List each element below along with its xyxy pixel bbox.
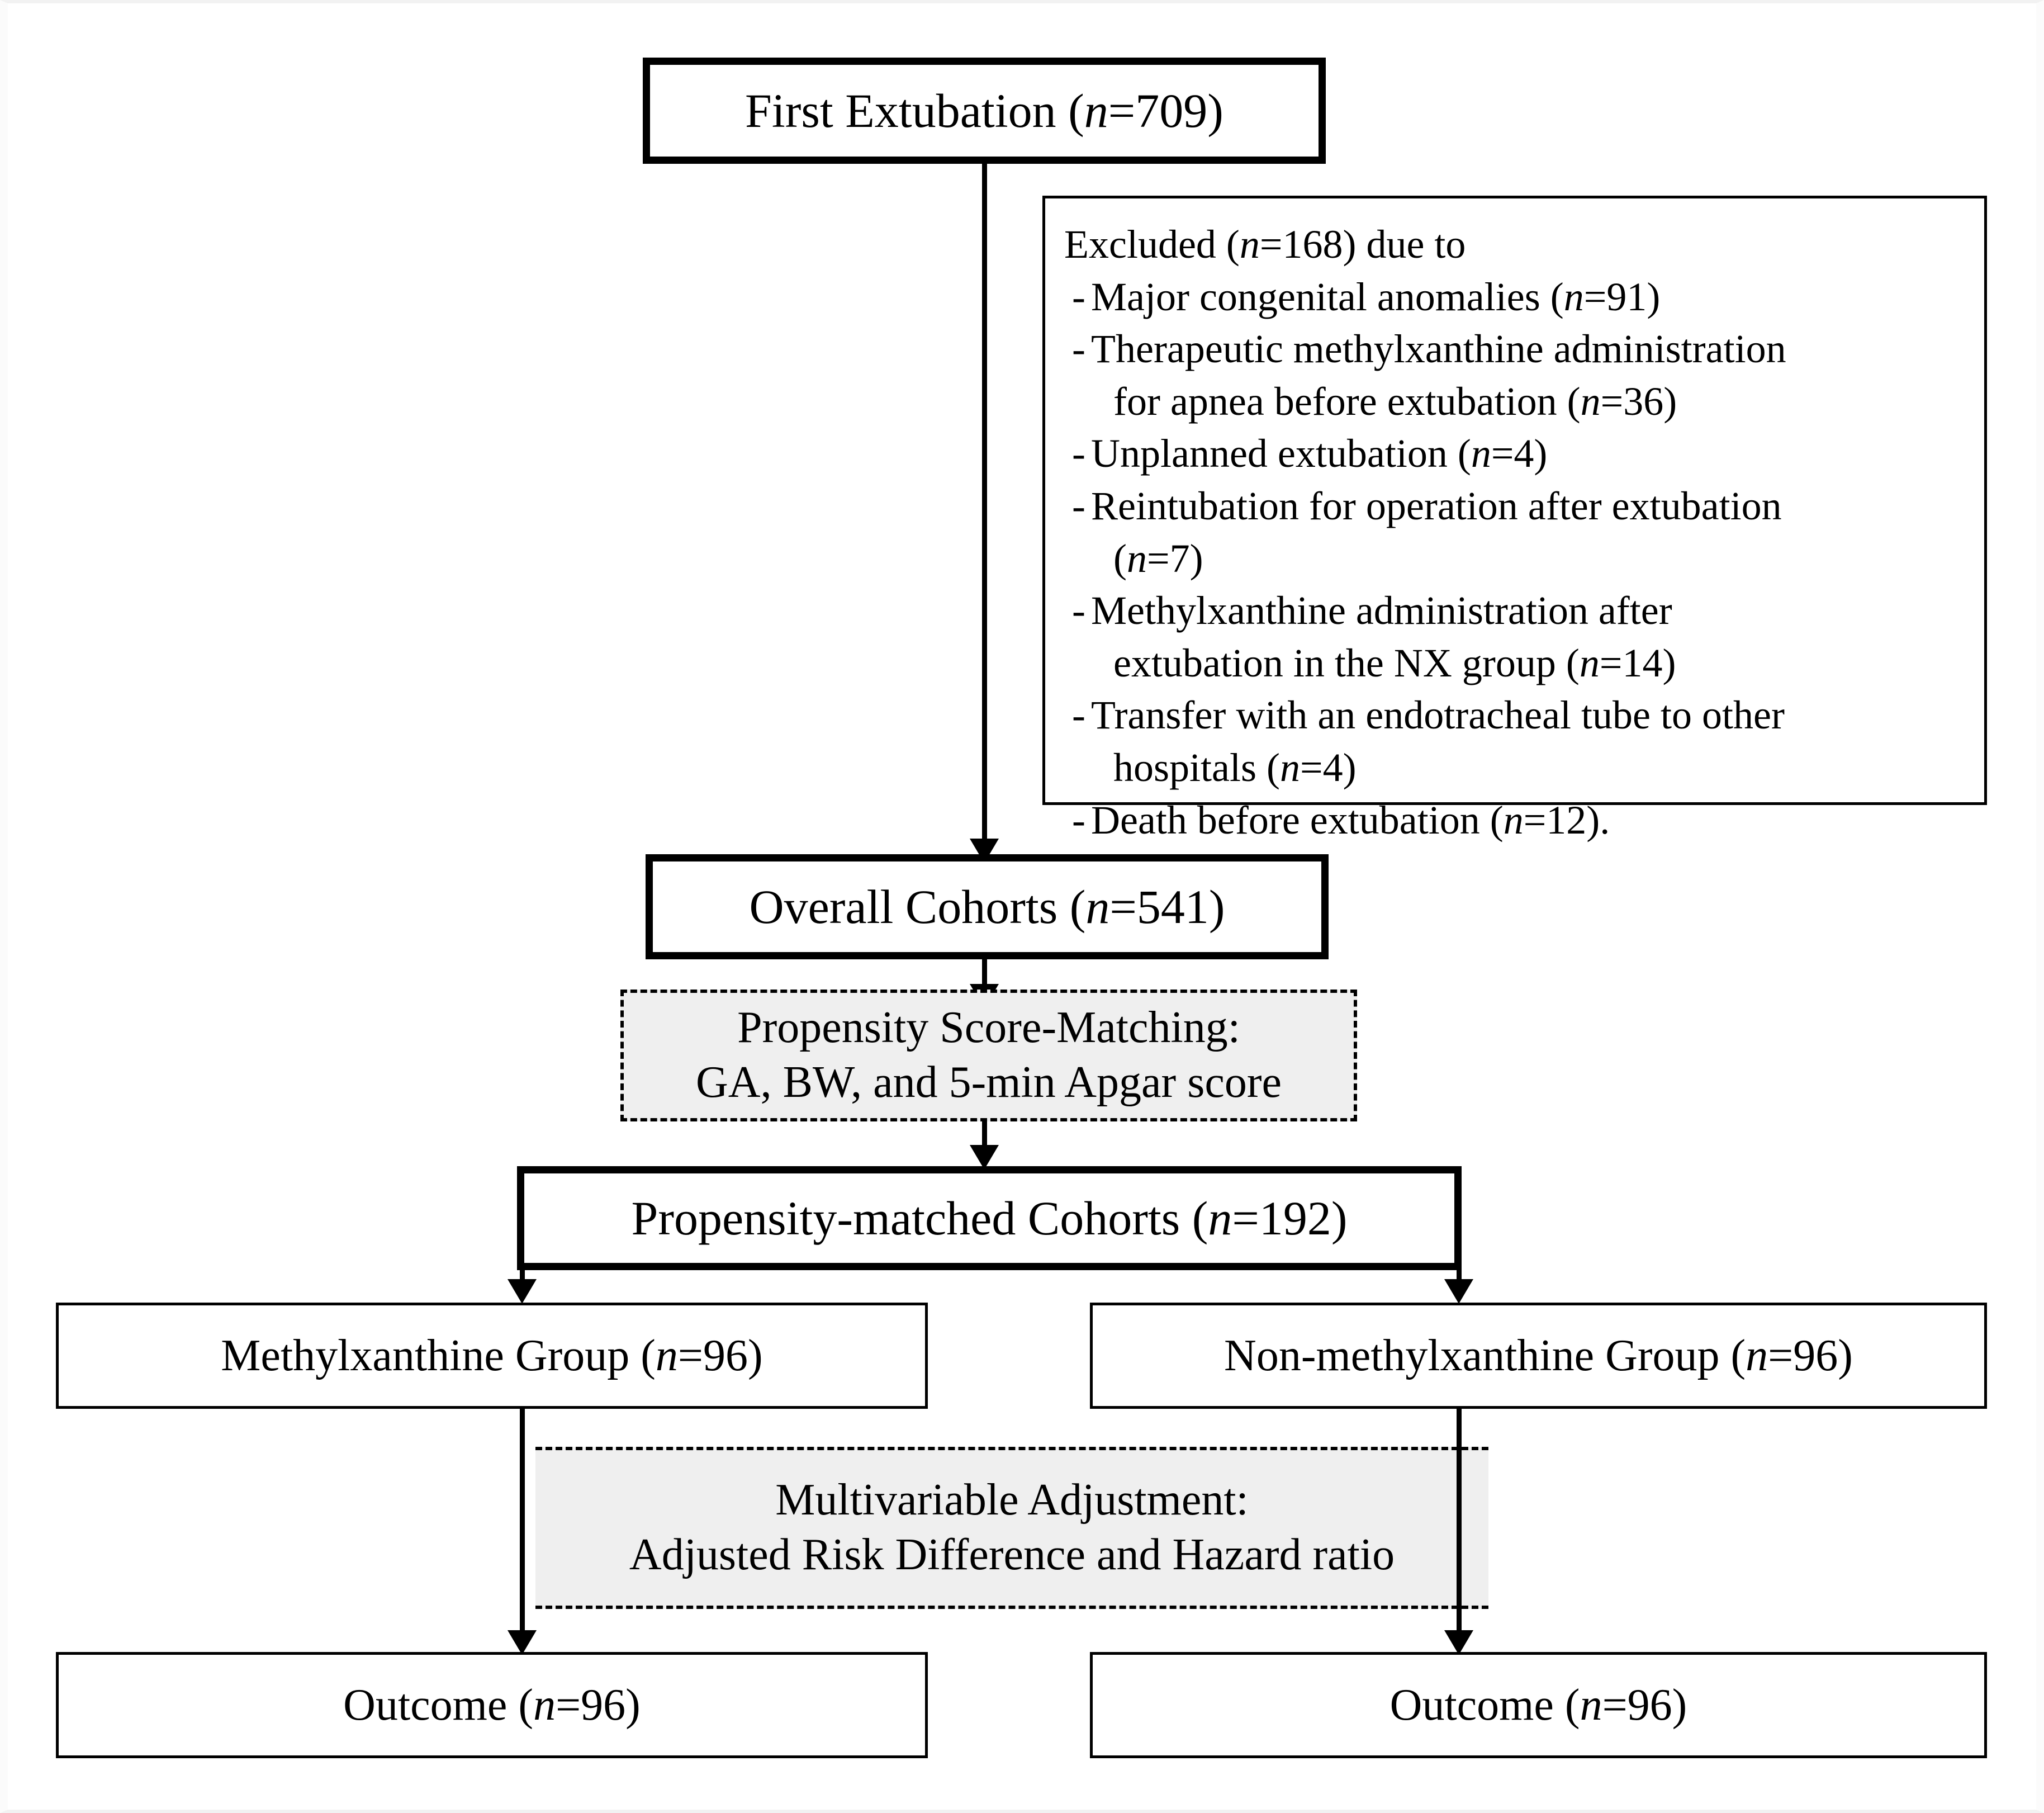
italic-n: n xyxy=(1746,1331,1768,1380)
bullet-marker: - xyxy=(1072,693,1085,738)
bullet-marker: - xyxy=(1072,483,1085,528)
exclusion-item-text: Major congenital anomalies (n=91) xyxy=(1091,274,1661,319)
exclusion-box: Excluded (n=168) due to - Major congenit… xyxy=(1042,196,1987,842)
node-non-methylxanthine-group-label: Non-methylxanthine Group (n=96) xyxy=(1224,1331,1853,1380)
arrow-right-group-to-outcome xyxy=(1444,1630,1473,1655)
exclusion-item-text: Transfer with an endotracheal tube to ot… xyxy=(1091,693,1785,790)
exclusion-item-text: Therapeutic methylxanthine administratio… xyxy=(1091,326,1786,424)
arrow-psm-to-matched xyxy=(970,1145,999,1170)
node-methylxanthine-group-label: Methylxanthine Group (n=96) xyxy=(221,1331,763,1380)
italic-n: n xyxy=(1279,745,1300,790)
node-first-extubation: First Extubation (n=709) xyxy=(643,58,1326,164)
multivariable-line-2: Adjusted Risk Difference and Hazard rati… xyxy=(629,1530,1395,1579)
exclusion-item: - Transfer with an endotracheal tube to … xyxy=(1064,689,1967,794)
italic-n: n xyxy=(1126,536,1147,581)
exclusion-item: - Unplanned extubation (n=4) xyxy=(1064,428,1967,480)
italic-n: n xyxy=(1471,431,1491,476)
italic-n: n xyxy=(1085,879,1110,934)
connector-matched-to-right-group xyxy=(1457,1270,1462,1286)
node-outcome-right-label: Outcome (n=96) xyxy=(1389,1681,1687,1730)
node-outcome-left-label: Outcome (n=96) xyxy=(343,1681,641,1730)
exclusion-item-text: Reintubation for operation after extubat… xyxy=(1091,483,1782,581)
psm-line-1: Propensity Score-Matching: xyxy=(737,1003,1240,1053)
node-methylxanthine-group: Methylxanthine Group (n=96) xyxy=(56,1303,928,1409)
multivariable-line-1: Multivariable Adjustment: xyxy=(775,1475,1249,1525)
exclusion-item-text: Death before extubation (n=12). xyxy=(1091,797,1610,842)
italic-n: n xyxy=(1239,222,1260,267)
node-non-methylxanthine-group: Non-methylxanthine Group (n=96) xyxy=(1090,1303,1987,1409)
exclusion-item: - Therapeutic methylxanthine administrat… xyxy=(1064,323,1967,428)
italic-n: n xyxy=(655,1331,678,1380)
node-overall-cohorts-label: Overall Cohorts (n=541) xyxy=(749,879,1225,934)
exclusion-heading: Excluded (n=168) due to xyxy=(1064,222,1466,267)
bullet-marker: - xyxy=(1072,797,1085,842)
connector-right-group-to-outcome xyxy=(1457,1409,1462,1649)
italic-n: n xyxy=(1503,797,1524,842)
italic-n: n xyxy=(1579,640,1600,685)
process-multivariable-adjustment: Multivariable Adjustment: Adjusted Risk … xyxy=(535,1447,1488,1609)
exclusion-item-text: Unplanned extubation (n=4) xyxy=(1091,431,1548,476)
node-propensity-matched-label: Propensity-matched Cohorts (n=192) xyxy=(631,1191,1348,1245)
psm-line-2: GA, BW, and 5-min Apgar score xyxy=(696,1058,1282,1107)
process-propensity-score-matching: Propensity Score-Matching: GA, BW, and 5… xyxy=(620,990,1357,1121)
bullet-marker: - xyxy=(1072,326,1085,372)
bullet-marker: - xyxy=(1072,431,1085,476)
italic-n: n xyxy=(1563,274,1584,319)
node-outcome-methylxanthine: Outcome (n=96) xyxy=(56,1652,928,1758)
italic-n: n xyxy=(1580,1681,1602,1730)
node-outcome-non-methylxanthine: Outcome (n=96) xyxy=(1090,1652,1987,1758)
node-overall-cohorts: Overall Cohorts (n=541) xyxy=(646,854,1329,959)
connector-overall-to-psm xyxy=(982,959,987,994)
node-first-extubation-label: First Extubation (n=709) xyxy=(745,83,1223,138)
node-propensity-matched-cohorts: Propensity-matched Cohorts (n=192) xyxy=(517,1166,1462,1270)
exclusion-item: - Death before extubation (n=12). xyxy=(1064,794,1967,847)
arrow-matched-to-right-group xyxy=(1444,1279,1473,1304)
italic-n: n xyxy=(1580,378,1601,424)
italic-n: n xyxy=(1208,1191,1232,1245)
connector-first-to-overall xyxy=(982,164,987,847)
connector-matched-to-left-group xyxy=(520,1270,525,1286)
arrow-matched-to-left-group xyxy=(508,1279,537,1304)
italic-n: n xyxy=(533,1681,556,1730)
exclusion-item: - Major congenital anomalies (n=91) xyxy=(1064,271,1967,324)
bullet-marker: - xyxy=(1072,274,1085,319)
italic-n: n xyxy=(1084,83,1108,138)
arrow-left-group-to-outcome xyxy=(508,1630,537,1655)
connector-left-group-to-outcome xyxy=(520,1409,525,1649)
exclusion-item: - Reintubation for operation after extub… xyxy=(1064,480,1967,585)
bullet-marker: - xyxy=(1072,588,1085,633)
connector-psm-to-matched xyxy=(982,1121,987,1155)
